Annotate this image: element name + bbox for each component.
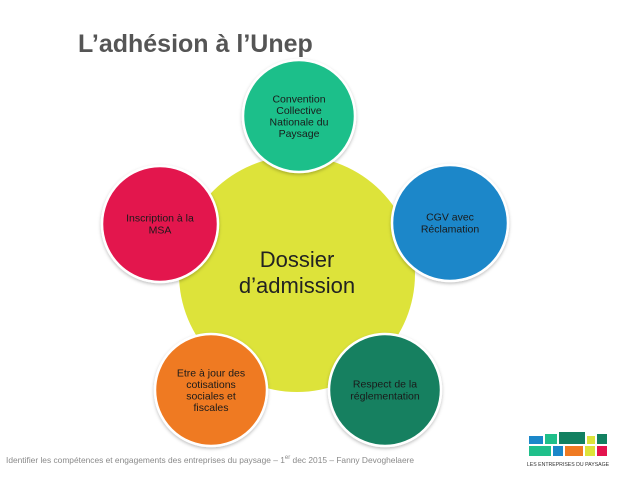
node-cgv-reclamation-circle [390,163,510,283]
logo-block [529,446,551,456]
node-respect-reglementation-circle [327,332,443,448]
logo-caption: LES ENTREPRISES DU PAYSAGE [527,462,609,468]
logo-block [553,446,563,456]
node-inscription-msa-circle [100,164,220,284]
footer-text: Identifier les compétences et engagement… [6,455,414,465]
slide-title: L’adhésion à l’Unep [78,30,313,58]
node-convention-collective-circle [241,58,357,174]
footer-sup: er [284,455,291,462]
logo-block [597,446,607,456]
center-circle [179,156,415,392]
footer-text-main: Identifier les compétences et engagement… [6,455,285,465]
logo-block [585,446,595,456]
logo-block [565,446,583,456]
logo-block [529,436,543,444]
footer-text-end: dec 2015 – Fanny Devoghelaere [290,455,415,465]
logo-block [545,434,557,444]
unep-logo: LES ENTREPRISES DU PAYSAGE [527,432,609,468]
logo-block [559,432,585,444]
node-cotisations-circle [153,332,269,448]
logo-block [587,436,595,444]
logo-block [597,434,607,444]
